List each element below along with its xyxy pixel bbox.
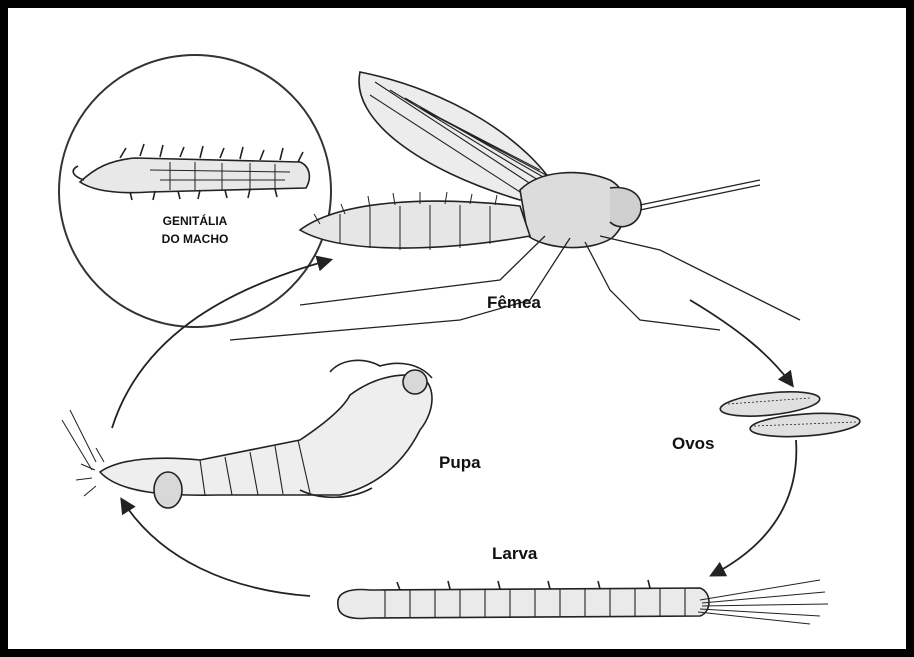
genitalia-label-line1: GENITÁLIA — [140, 213, 250, 230]
arrow-female-to-eggs — [690, 300, 792, 385]
eggs-illustration — [719, 388, 861, 440]
larva-illustration — [338, 580, 828, 624]
arrow-eggs-to-larva — [712, 440, 796, 575]
genitalia-label-line2: DO MACHO — [140, 231, 250, 248]
pupa-illustration — [62, 360, 432, 508]
male-genitalia-inset — [59, 55, 331, 327]
eggs-label: Ovos — [672, 434, 715, 454]
larva-label: Larva — [492, 544, 537, 564]
pupa-label: Pupa — [439, 453, 481, 473]
arrow-larva-to-pupa — [122, 500, 310, 596]
female-label: Fêmea — [487, 293, 541, 313]
